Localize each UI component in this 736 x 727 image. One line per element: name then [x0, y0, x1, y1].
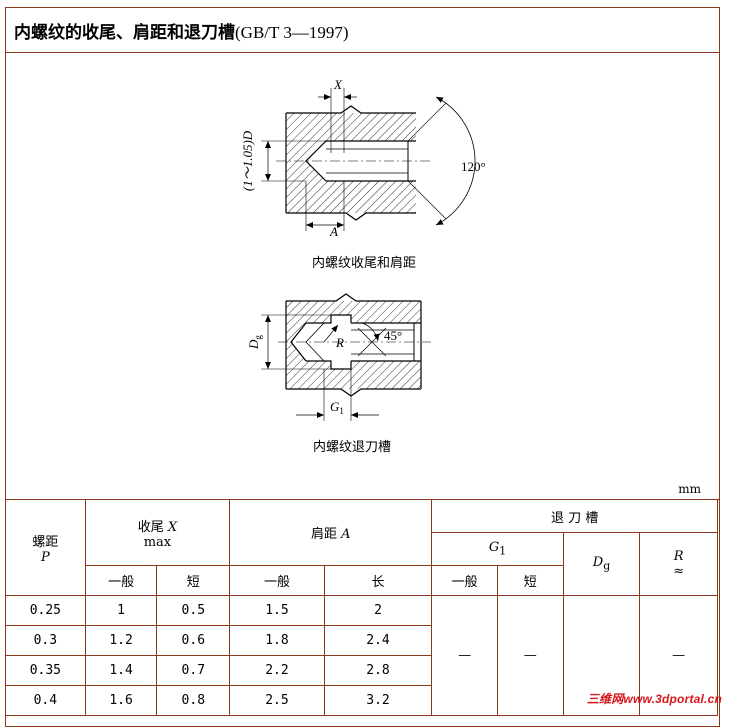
cell-p: 0.35: [5, 655, 86, 686]
header-r: R≈: [639, 532, 718, 596]
cell-a-normal: 1.8: [229, 625, 325, 656]
title-bar: 内螺纹的收尾、肩距和退刀槽(GB/T 3—1997): [6, 8, 719, 53]
fig1-label-d: (1～1.05)D: [240, 130, 255, 191]
header-a-long: 长: [323, 565, 433, 596]
header-shoulder-symbol: A: [341, 527, 351, 542]
cell-a-normal: 2.2: [229, 655, 325, 686]
header-g1-normal: 一般: [431, 565, 498, 596]
table-row: 0.35 1.4 0.7 2.2 2.8: [5, 655, 718, 686]
cell-a-normal: 2.5: [229, 685, 325, 716]
figure-area: X A (1～1.05)D 120° 内螺纹收尾和肩距: [6, 53, 719, 500]
header-r-approx: ≈: [673, 564, 685, 579]
header-runout-label: 收尾: [137, 519, 164, 535]
header-g1-short: 短: [496, 565, 564, 596]
figure1-drawing: X A (1～1.05)D 120° 内螺纹收尾和肩距: [240, 77, 486, 271]
cell-a-long: 2.8: [323, 655, 433, 686]
drawings-svg: X A (1～1.05)D 120° 内螺纹收尾和肩距: [240, 77, 486, 455]
cell-x-short: 0.7: [156, 655, 231, 686]
table-row: 0.3 1.2 0.6 1.8 2.4: [5, 625, 718, 656]
header-runout-max: max: [143, 534, 172, 550]
header-pitch-symbol: P: [40, 549, 50, 565]
cell-a-long: 2.4: [323, 625, 433, 656]
header-g1-main: G: [488, 540, 500, 556]
header-x-normal: 一般: [84, 565, 158, 596]
fig1-label-a: A: [329, 224, 338, 239]
header-undercut: 退 刀 槽: [431, 499, 718, 533]
cell-x-normal: 1: [84, 595, 158, 626]
fig2-label-r: R: [335, 335, 344, 350]
fig2-label-angle: 45°: [384, 328, 402, 343]
header-x-short: 短: [156, 565, 231, 596]
cell-x-normal: 1.6: [84, 685, 158, 716]
document-frame: 内螺纹的收尾、肩距和退刀槽(GB/T 3—1997): [5, 7, 720, 727]
header-pitch-label: 螺距: [32, 534, 59, 550]
header-r-symbol: R: [673, 549, 684, 564]
cell-x-short: 0.8: [156, 685, 231, 716]
header-a-normal: 一般: [229, 565, 325, 596]
fig2-g1-main: G: [330, 399, 340, 414]
cell-p: 0.25: [5, 595, 86, 626]
fig2-caption: 内螺纹退刀槽: [313, 439, 391, 455]
header-dg-sub: g: [603, 559, 611, 573]
header-g1: G1: [431, 532, 564, 566]
fig2-dg-sub: g: [253, 335, 263, 340]
fig2-dg-main: D: [246, 339, 261, 350]
cell-g1-normal-dash: —: [431, 595, 498, 716]
cell-x-short: 0.6: [156, 625, 231, 656]
unit-label: mm: [678, 482, 701, 496]
fig1-caption: 内螺纹收尾和肩距: [312, 255, 416, 271]
cell-p: 0.3: [5, 625, 86, 656]
header-g1-sub: 1: [499, 544, 507, 558]
cell-a-long: 3.2: [323, 685, 433, 716]
fig2-g1-sub: 1: [339, 406, 344, 416]
header-dg-main: D: [592, 555, 604, 571]
title-standard: (GB/T 3—1997): [235, 23, 349, 42]
watermark: 三维网www.3dportal.cn: [586, 692, 722, 706]
cell-p: 0.4: [5, 685, 86, 716]
fig1-label-x: X: [333, 77, 343, 92]
cell-x-normal: 1.2: [84, 625, 158, 656]
figure2-drawing: 45° R Dg G1 内螺纹退刀槽: [246, 293, 431, 455]
fig2-label-g1: G1: [330, 399, 344, 416]
cell-x-normal: 1.4: [84, 655, 158, 686]
table-row: 0.25 1 0.5 1.5 2 — — —: [5, 595, 718, 716]
header-shoulder: 肩距 A: [229, 499, 433, 566]
header-dg: Dg: [562, 532, 641, 596]
page-title: 内螺纹的收尾、肩距和退刀槽(GB/T 3—1997): [14, 18, 349, 43]
cell-g1-short-dash: —: [496, 595, 564, 716]
title-main: 内螺纹的收尾、肩距和退刀槽: [14, 23, 235, 43]
fig2-label-dg: Dg: [246, 335, 263, 350]
header-runout-symbol: X: [167, 519, 178, 535]
fig1-label-angle: 120°: [461, 159, 486, 174]
cell-a-long: 2: [323, 595, 433, 626]
header-shoulder-label: 肩距: [310, 527, 337, 542]
cell-r-dash: —: [639, 595, 718, 716]
cell-a-normal: 1.5: [229, 595, 325, 626]
cell-x-short: 0.5: [156, 595, 231, 626]
